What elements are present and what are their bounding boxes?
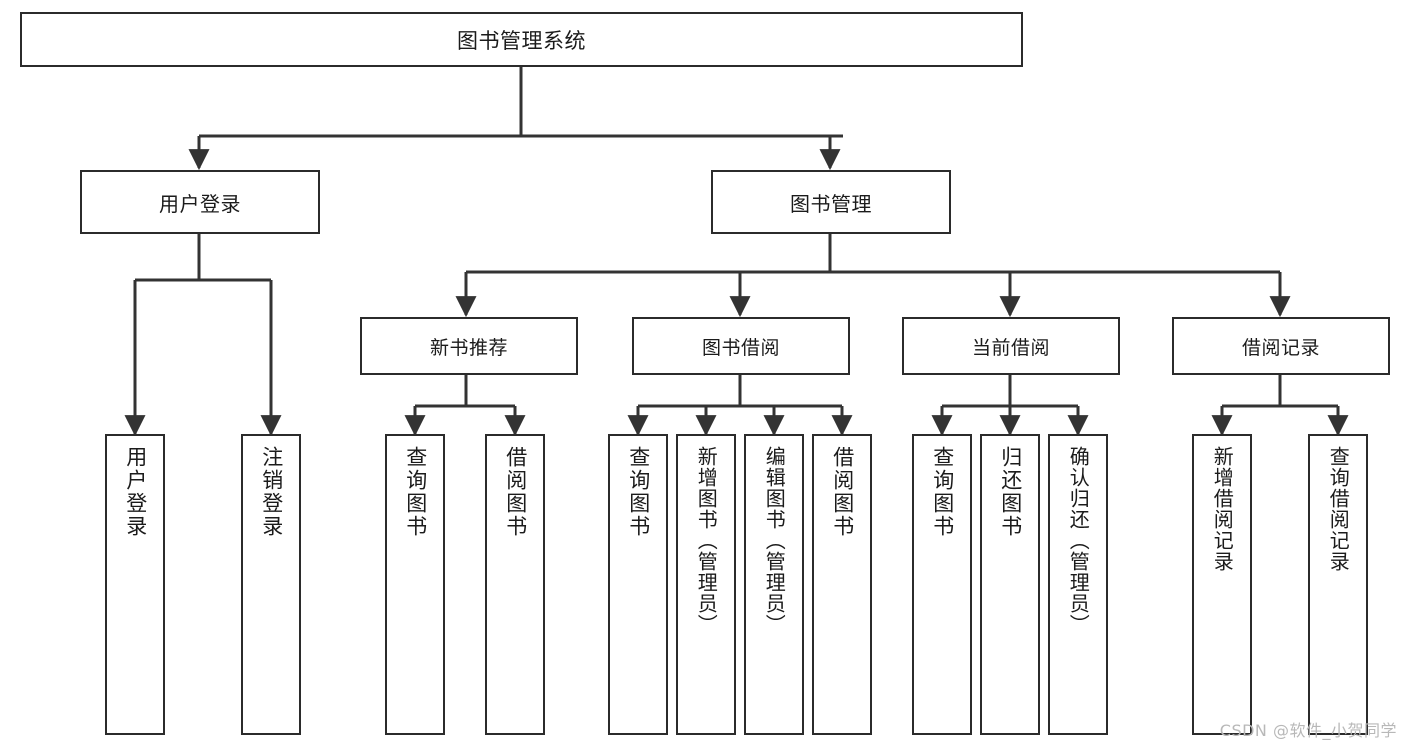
node-label: 查询图书: [626, 446, 651, 538]
node-label: 图书管理系统: [457, 28, 586, 53]
leaf-confirm-return-admin[interactable]: 确认归还（管理员）: [1048, 434, 1108, 735]
node-root-book-management-system[interactable]: 图书管理系统: [20, 12, 1023, 67]
node-label: 图书借阅: [701, 336, 780, 359]
leaf-query-book-current[interactable]: 查询图书: [912, 434, 972, 735]
leaf-borrow-book-recommend[interactable]: 借阅图书: [485, 434, 545, 735]
node-label: 确认归还（管理员）: [1066, 446, 1091, 635]
node-label: 新书推荐: [429, 336, 508, 359]
node-label: 当前借阅: [971, 336, 1050, 359]
leaf-query-book-recommend[interactable]: 查询图书: [385, 434, 445, 735]
node-label: 注销登录: [259, 446, 284, 538]
leaf-edit-book-admin[interactable]: 编辑图书（管理员）: [744, 434, 804, 735]
node-label: 新增图书（管理员）: [694, 446, 719, 635]
node-label: 新增借阅记录: [1210, 446, 1235, 572]
leaf-user-login[interactable]: 用户登录: [105, 434, 165, 735]
leaf-return-book[interactable]: 归还图书: [980, 434, 1040, 735]
node-label: 借阅记录: [1241, 336, 1320, 359]
node-user-login[interactable]: 用户登录: [80, 170, 320, 234]
leaf-query-borrow-record[interactable]: 查询借阅记录: [1308, 434, 1368, 735]
node-borrow-record[interactable]: 借阅记录: [1172, 317, 1390, 375]
node-label: 用户登录: [123, 446, 148, 538]
node-label: 借阅图书: [830, 446, 855, 538]
leaf-query-book-borrow[interactable]: 查询图书: [608, 434, 668, 735]
node-current-borrow[interactable]: 当前借阅: [902, 317, 1120, 375]
csdn-watermark: CSDN @软件_小贺同学: [1219, 721, 1397, 740]
node-label: 图书管理: [790, 191, 872, 216]
leaf-borrow-book[interactable]: 借阅图书: [812, 434, 872, 735]
leaf-add-book-admin[interactable]: 新增图书（管理员）: [676, 434, 736, 735]
node-label: 用户登录: [159, 191, 241, 216]
node-book-management[interactable]: 图书管理: [711, 170, 951, 234]
node-label: 查询图书: [403, 446, 428, 538]
node-new-book-recommend[interactable]: 新书推荐: [360, 317, 578, 375]
node-label: 编辑图书（管理员）: [762, 446, 787, 635]
node-label: 查询借阅记录: [1326, 446, 1351, 572]
node-label: 归还图书: [998, 446, 1023, 538]
node-book-borrow[interactable]: 图书借阅: [632, 317, 850, 375]
node-label: 查询图书: [930, 446, 955, 538]
leaf-logout-login[interactable]: 注销登录: [241, 434, 301, 735]
leaf-add-borrow-record[interactable]: 新增借阅记录: [1192, 434, 1252, 735]
node-label: 借阅图书: [503, 446, 528, 538]
